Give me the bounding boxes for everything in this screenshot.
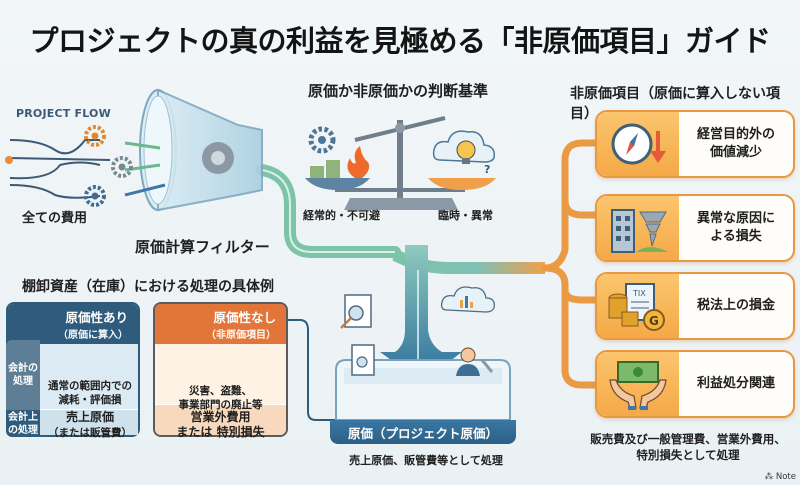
pipe-down-to-basin (380, 245, 462, 382)
project-flow-icon (5, 139, 166, 199)
footer-line1: 販売費及び一般管理費、営業外費用、 (590, 432, 786, 446)
row-label-booking: 会計上の処理 (6, 410, 40, 437)
without-cost-header: 原価性なし （非原価項目） (155, 304, 286, 344)
svg-text:G: G (649, 314, 659, 328)
footer-line2: 特別損失として処理 (636, 447, 740, 462)
document-search-icon (340, 294, 372, 329)
page-title: プロジェクトの真の利益を見極める「非原価項目」ガイド (29, 24, 771, 58)
cloud-chart-icon (440, 286, 495, 313)
criteria-recurring-label: 経常的・不可避 (303, 209, 380, 222)
with-cost-result: 売上原価 （または販管費） (42, 410, 138, 440)
watermark: ⁂ Note (765, 472, 796, 482)
project-cost-caption: 売上原価、販管費等として処理 (349, 454, 503, 467)
project-cost-label: 原価（プロジェクト原価） (330, 420, 516, 444)
with-cost-subheading: （原価に算入） (58, 330, 128, 341)
notebook-icon: ⁂ (764, 472, 776, 482)
result-line2: （または販管費） (48, 427, 132, 439)
desc-line2: 減耗・評価損 (58, 393, 122, 406)
lightbulb-icon (456, 140, 476, 164)
all-costs-label: 全ての費用 (22, 211, 88, 226)
desc-line1: 通常の範囲内での (48, 380, 132, 392)
gear-icon (111, 156, 133, 178)
result-line1: 売上原価 (65, 410, 114, 424)
item-label-line1: 税法上の損金 (696, 298, 775, 314)
tax-coins-icon: TIX G (597, 274, 679, 338)
without-cost-result: 営業外費用 または 特別損失 (155, 410, 286, 440)
without-cost-description: 災害、盗難、 事業部門の廃止等 (155, 385, 286, 412)
inventory-connector (288, 319, 336, 421)
orange-branch-lines (541, 139, 600, 389)
balance-scale-icon (305, 116, 496, 210)
project-flow-label: PROJECT FLOW (16, 107, 111, 120)
worker-icon (456, 347, 494, 376)
non-cost-item-card: 経営目的外の価値減少 (595, 110, 795, 178)
result-line1: 営業外費用 (190, 410, 251, 424)
watermark-text: Note (775, 472, 796, 482)
non-cost-item-card: 利益処分関連 (595, 350, 795, 418)
gear-icon (308, 126, 336, 154)
svg-text:TIX: TIX (632, 289, 646, 298)
item-label-line1: 異常な原因に (696, 211, 775, 227)
gear-icon (84, 185, 106, 207)
item-label-line1: 利益処分関連 (696, 376, 775, 392)
money-hands-icon (597, 352, 679, 416)
criteria-extraordinary-label: 臨時・異常 (438, 209, 493, 222)
cost-filter-label: 原価計算フィルター (135, 238, 270, 256)
criteria-title: 原価か非原価かの判断基準 (308, 82, 489, 100)
inventory-title: 棚卸資産（在庫）における処理の具体例 (22, 279, 274, 295)
with-cost-heading: 原価性あり (65, 310, 128, 325)
disaster-icon (597, 196, 679, 260)
document-review-icon (351, 344, 375, 376)
item-label-line1: 経営目的外の (696, 127, 775, 143)
item-label-line2: 価値減少 (709, 145, 762, 160)
non-cost-item-card: TIX G 税法上の損金 (595, 272, 795, 340)
question-icon: ? (484, 163, 490, 176)
flame-icon (347, 146, 370, 178)
without-cost-subheading: （非原価項目） (206, 330, 276, 341)
non-cost-items-title: 非原価項目（原価に算入しない項目） (570, 86, 780, 122)
with-cost-description: 通常の範囲内での 減耗・評価損 (42, 380, 138, 407)
result-line2: または 特別損失 (176, 425, 265, 439)
coins-icon (310, 160, 340, 178)
with-cost-header: 原価性あり （原価に算入） (8, 304, 138, 344)
item-label-line2: よる損失 (710, 229, 762, 244)
gear-icon (84, 125, 106, 147)
funnel-icon (139, 88, 263, 212)
without-cost-card: 原価性なし （非原価項目） (153, 302, 288, 437)
desc-line2: 事業部門の廃止等 (178, 398, 263, 411)
non-cost-item-card: 異常な原因による損失 (595, 194, 795, 262)
non-cost-footer: 販売費及び一般管理費、営業外費用、 特別損失として処理 (583, 432, 793, 463)
row-label-accounting-treatment: 会計の処理 (6, 340, 40, 410)
desc-line1: 災害、盗難、 (189, 385, 252, 397)
without-cost-heading: 原価性なし (213, 310, 276, 325)
compass-down-icon (597, 112, 679, 176)
